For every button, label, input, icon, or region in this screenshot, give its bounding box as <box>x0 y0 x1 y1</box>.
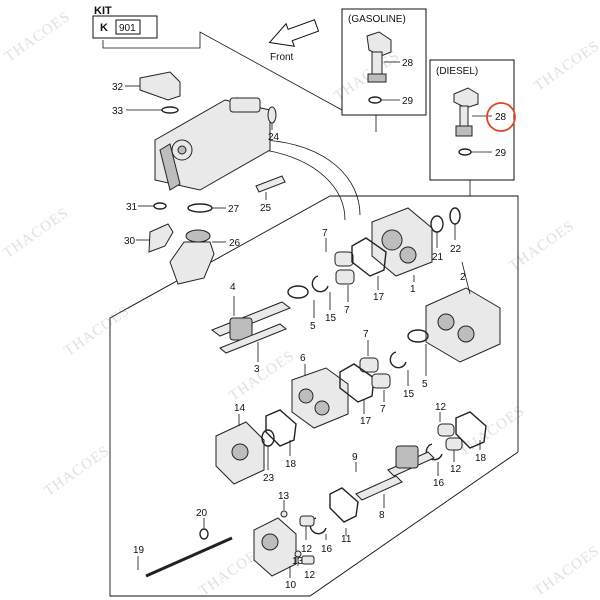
callout-3: 3 <box>254 364 260 375</box>
callout-1: 1 <box>410 284 416 295</box>
watermark: THACOES <box>226 348 298 405</box>
callout-27: 27 <box>228 204 240 215</box>
kit-row-label: K <box>100 22 108 34</box>
callout-19: 19 <box>133 545 145 556</box>
callout-13-bottom: 13 <box>292 556 304 567</box>
kit-row-value: 901 <box>119 23 136 34</box>
callout-12-bottom: 12 <box>450 464 462 475</box>
callout-23: 23 <box>263 473 275 484</box>
callout-12-lower: 12 <box>301 544 313 555</box>
callout-18-right: 18 <box>475 453 487 464</box>
highlight-circle <box>486 102 516 132</box>
watermark: THACOES <box>1 205 73 262</box>
kit-title: KIT <box>94 5 112 17</box>
callout-18-left: 18 <box>285 459 297 470</box>
kit-box: KIT K 901 <box>92 5 158 39</box>
gasoline-box: (GASOLINE) 28 29 <box>341 8 427 116</box>
callout-29-diesel: 29 <box>495 148 507 159</box>
callout-7-top: 7 <box>322 228 328 239</box>
callout-7-lower: 7 <box>380 404 386 415</box>
callout-31: 31 <box>126 202 138 213</box>
callout-17-top: 17 <box>373 292 385 303</box>
gasoline-label: (GASOLINE) <box>348 14 406 25</box>
exploded-view-frame <box>109 195 519 597</box>
callout-17-middle: 17 <box>360 416 372 427</box>
diesel-label: (DIESEL) <box>436 66 478 77</box>
callout-20: 20 <box>196 508 208 519</box>
front-arrow: Front <box>268 19 320 63</box>
callout-10: 10 <box>285 580 297 591</box>
watermark: THACOES <box>506 218 578 275</box>
callout-14: 14 <box>234 403 246 414</box>
callout-26: 26 <box>229 238 241 249</box>
callout-12-top: 12 <box>435 402 447 413</box>
callout-16-right: 16 <box>433 478 445 489</box>
callout-7-mid: 7 <box>344 305 350 316</box>
front-label: Front <box>270 52 294 63</box>
callout-29: 29 <box>402 96 414 107</box>
watermark: THACOES <box>531 38 600 95</box>
callout-33: 33 <box>112 106 124 117</box>
callout-12-bottom-right: 12 <box>304 570 316 581</box>
callout-21: 21 <box>432 252 444 263</box>
callout-8: 8 <box>379 510 385 521</box>
callout-6: 6 <box>300 353 306 364</box>
callout-5-top: 5 <box>310 321 316 332</box>
watermarks: THACOES THACOES THACOES THACOES THACOES … <box>1 9 600 600</box>
callout-15-top: 15 <box>325 313 337 324</box>
callout-15-middle: 15 <box>403 389 415 400</box>
callout-13-top: 13 <box>278 491 290 502</box>
callout-5-middle: 5 <box>422 379 428 390</box>
callout-16-lower: 16 <box>321 544 333 555</box>
callout-11: 11 <box>341 534 352 545</box>
callout-7-middle: 7 <box>363 329 369 340</box>
callout-24: 24 <box>268 132 280 143</box>
callout-28: 28 <box>402 58 414 69</box>
watermark: THACOES <box>2 9 74 66</box>
callout-4: 4 <box>230 282 236 293</box>
watermark: THACOES <box>41 443 113 500</box>
diesel-box: (DIESEL) 28 29 <box>429 59 516 181</box>
exploded-parts: 1 21 22 7 17 7 15 5 2 <box>133 207 501 591</box>
callout-9: 9 <box>352 452 358 463</box>
callout-28-diesel: 28 <box>495 112 507 123</box>
watermark: THACOES <box>531 543 600 600</box>
callout-22: 22 <box>450 244 462 255</box>
callout-2: 2 <box>460 272 466 283</box>
pump-assembly: 24 32 33 31 27 25 30 26 <box>112 71 286 285</box>
callout-25: 25 <box>260 203 272 214</box>
callout-30: 30 <box>124 236 136 247</box>
leader-frame <box>102 31 471 221</box>
callout-32: 32 <box>112 82 124 93</box>
watermark: THACOES <box>456 403 528 460</box>
